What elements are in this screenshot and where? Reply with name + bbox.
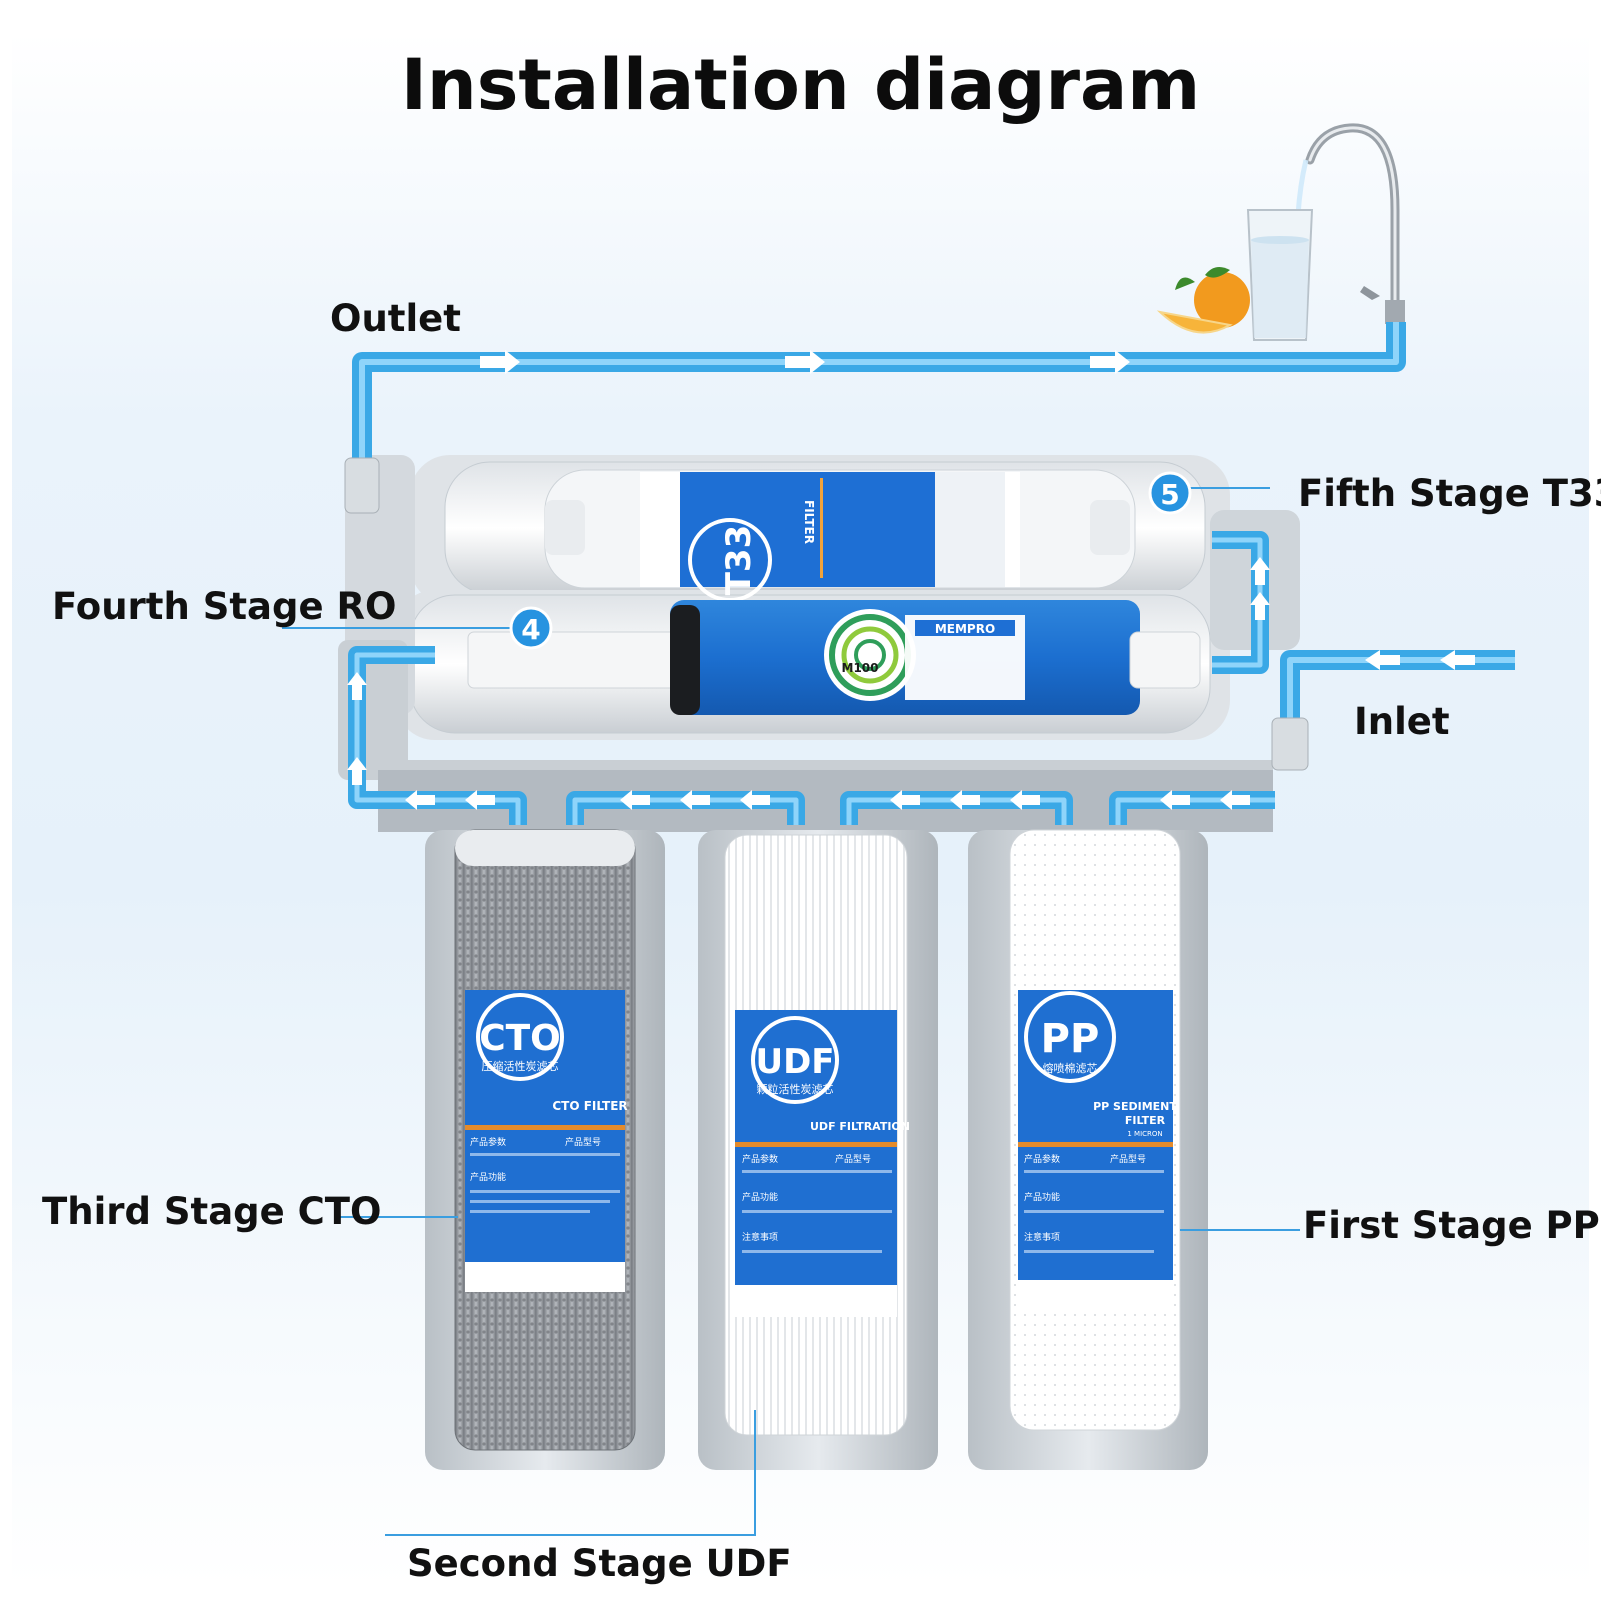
fifth-stage-label: Fifth Stage T33 xyxy=(1298,472,1601,515)
pp-filter-name-2: FILTER xyxy=(1125,1114,1166,1127)
ro-model: M100 xyxy=(842,661,879,675)
cto-func-label: 产品功能 xyxy=(470,1171,506,1183)
cto-spec-label: 产品参数 xyxy=(470,1136,506,1148)
orange-icon xyxy=(1156,266,1250,334)
ro-brand: MEMPRO xyxy=(935,622,995,636)
pp-filter-name: PP SEDIMENT xyxy=(1093,1100,1177,1113)
udf-cartridge: UDF 颗粒活性炭滤芯 UDF FILTRATION 产品参数 产品型号 产品功… xyxy=(724,834,910,1436)
pp-func-label: 产品功能 xyxy=(1024,1191,1060,1203)
udf-note-label: 注意事项 xyxy=(742,1231,778,1243)
inlet-fitting xyxy=(1271,717,1309,771)
water-glass-icon xyxy=(1246,209,1314,341)
inlet-label: Inlet xyxy=(1354,700,1450,743)
flow-arrow-icon xyxy=(347,350,1475,810)
pp-spec-label: 产品参数 xyxy=(1024,1153,1060,1165)
pp-cn: 熔喷棉滤芯 xyxy=(1043,1061,1098,1075)
pp-cartridge: PP 熔喷棉滤芯 PP SEDIMENT FILTER 1 MICRON 产品参… xyxy=(1009,829,1181,1431)
stage-5-badge: 5 xyxy=(1148,471,1192,515)
cto-cn: 压缩活性炭滤芯 xyxy=(482,1059,559,1073)
udf-model-label: 产品型号 xyxy=(835,1153,871,1165)
stage-5-number: 5 xyxy=(1160,478,1179,511)
cto-filter-name: CTO FILTER xyxy=(552,1099,627,1113)
pp-mark: PP xyxy=(1041,1016,1100,1062)
second-stage-label: Second Stage UDF xyxy=(407,1542,792,1585)
udf-func-label: 产品功能 xyxy=(742,1191,778,1203)
t33-mark: T33 xyxy=(719,525,759,596)
fourth-stage-label: Fourth Stage RO xyxy=(52,585,397,628)
ro-membrane: MEMPRO M100 xyxy=(467,600,1201,715)
page-title: Installation diagram xyxy=(400,44,1201,126)
pp-model-label: 产品型号 xyxy=(1110,1153,1146,1165)
udf-mark: UDF xyxy=(755,1042,834,1082)
pp-micron: 1 MICRON xyxy=(1127,1130,1162,1138)
t33-cartridge: T33 FILTER xyxy=(544,469,1136,602)
pp-note-label: 注意事项 xyxy=(1024,1231,1060,1243)
cto-cartridge: CTO 压缩活性炭滤芯 CTO FILTER 产品参数 产品型号 产品功能 xyxy=(454,829,636,1451)
cto-mark: CTO xyxy=(479,1018,561,1059)
third-stage-label: Third Stage CTO xyxy=(42,1190,382,1233)
stage-4-badge: 4 xyxy=(509,606,553,650)
t33-side-text: FILTER xyxy=(802,500,816,544)
outlet-label: Outlet xyxy=(330,297,461,340)
outlet-fitting xyxy=(344,457,380,514)
udf-cn: 颗粒活性炭滤芯 xyxy=(757,1082,834,1096)
udf-spec-label: 产品参数 xyxy=(742,1153,778,1165)
cto-model-label: 产品型号 xyxy=(565,1136,601,1148)
udf-filter-name: UDF FILTRATION xyxy=(810,1120,910,1133)
first-stage-label: First Stage PP xyxy=(1303,1204,1600,1247)
stage-4-number: 4 xyxy=(521,613,540,646)
